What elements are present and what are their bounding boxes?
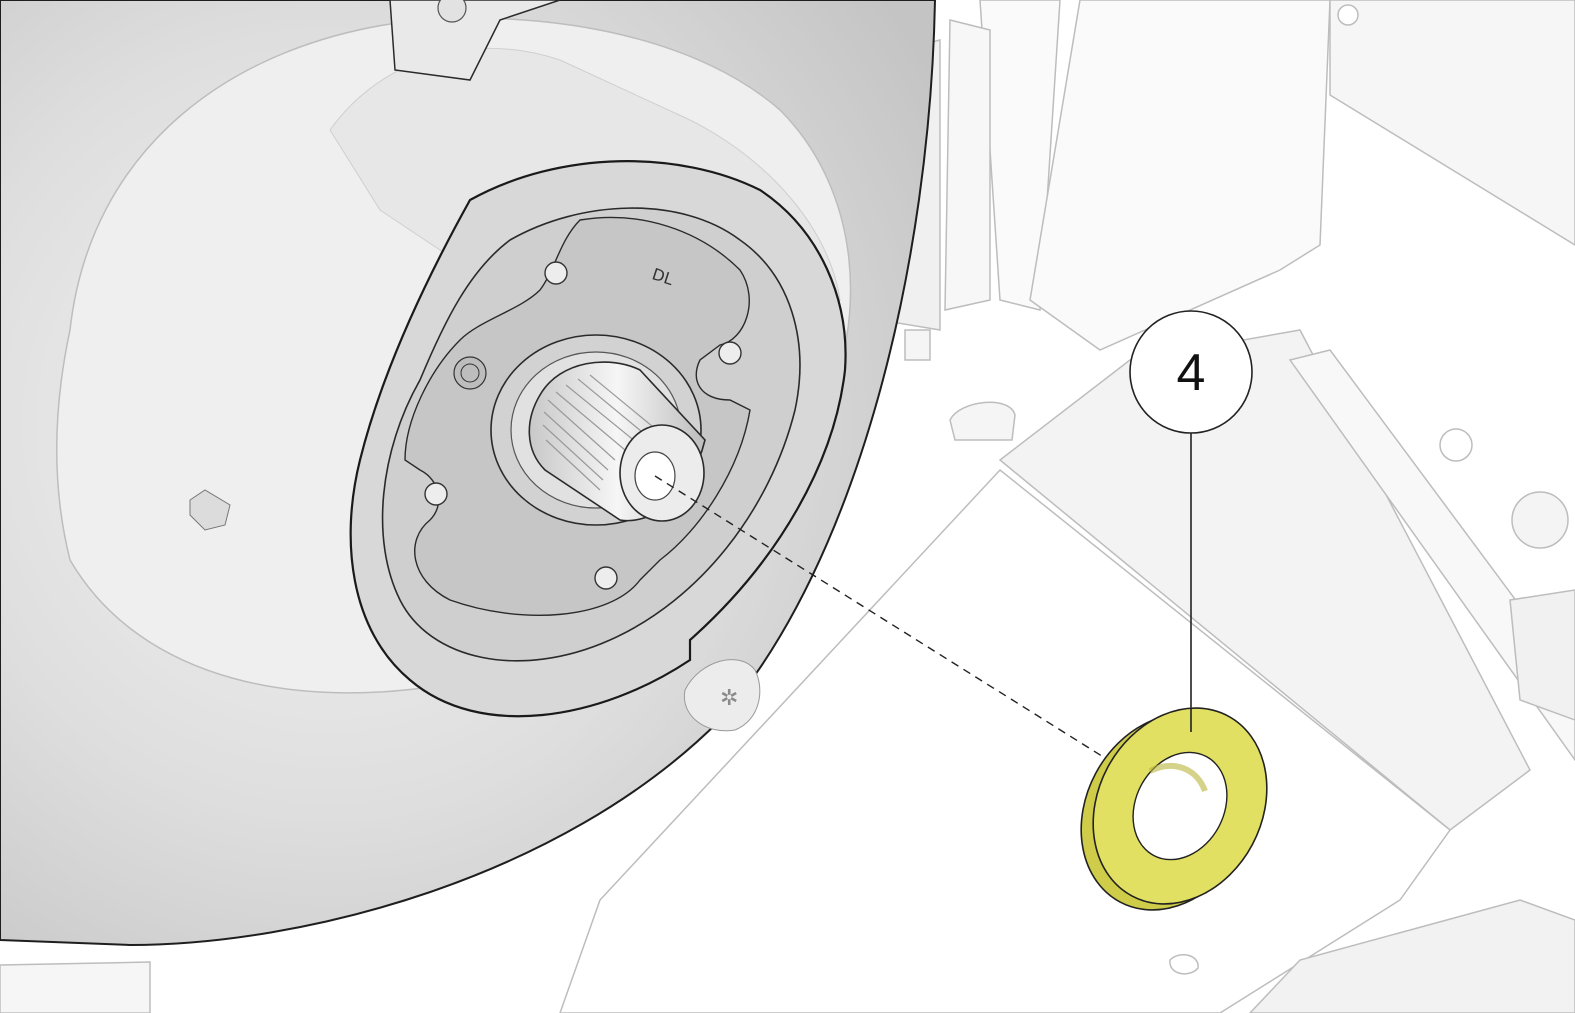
washer-part <box>1080 707 1268 911</box>
svg-text:✲: ✲ <box>720 686 738 711</box>
callout-4: 4 <box>1129 310 1253 732</box>
splined-shaft <box>490 334 706 526</box>
callout-number: 4 <box>1177 344 1206 402</box>
assembly-axis <box>654 475 1181 806</box>
recycle-symbol <box>453 356 487 390</box>
callout-bubble <box>1129 310 1253 434</box>
